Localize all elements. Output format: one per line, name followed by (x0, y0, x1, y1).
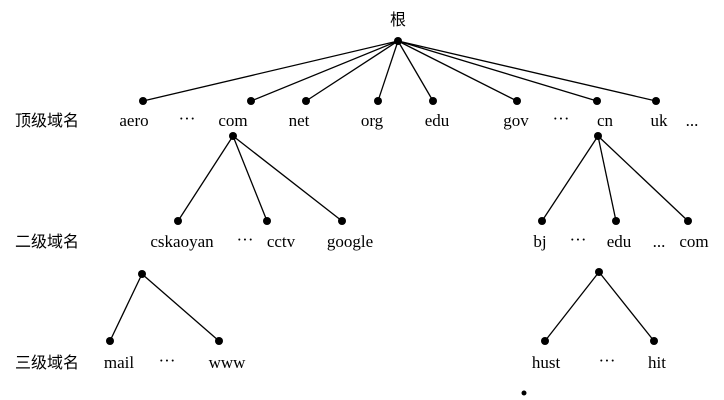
node-label-mail: mail (104, 353, 134, 372)
node-label-gov: gov (503, 111, 529, 130)
node-label-hit: hit (648, 353, 666, 372)
dot-edu-subtree (595, 268, 603, 276)
edge-cn-bj (541, 135, 599, 222)
dot-com (247, 97, 255, 105)
dot-com-subtree (229, 132, 237, 140)
edges-com (177, 135, 343, 222)
edge-com-google (232, 135, 343, 222)
dot-cskaoyan (174, 217, 182, 225)
dot-root (394, 37, 402, 45)
edge-edu-hit (598, 271, 655, 342)
node-label-ellipsis-tld-2: ··· (553, 109, 570, 128)
node-label-www: www (209, 353, 247, 372)
level-label-third: 三级域名 (15, 353, 79, 372)
node-label-hust: hust (532, 353, 561, 372)
dot-org (374, 97, 382, 105)
edge-root-uk (397, 40, 657, 102)
node-label-google: google (327, 232, 373, 251)
node-label-bj: bj (533, 232, 546, 251)
node-label-org: org (361, 111, 384, 130)
dot-www (215, 337, 223, 345)
dot-net (302, 97, 310, 105)
edge-root-com (250, 40, 399, 102)
level-labels: 顶级域名 二级域名 三级域名 (15, 111, 79, 372)
edge-cn-edu (597, 135, 617, 222)
node-label-aero: aero (119, 111, 148, 130)
node-label-uk: uk (651, 111, 669, 130)
dot-cskaoyan-subtree (138, 270, 146, 278)
edge-com-cctv (232, 135, 268, 222)
node-label-root: 根 (390, 10, 406, 29)
node-label-com: com (218, 111, 247, 130)
dot-cctv (263, 217, 271, 225)
node-label-cctv: cctv (267, 232, 296, 251)
edge-com-cskaoyan (177, 135, 234, 222)
node-label-cn-com: com (679, 232, 708, 251)
node-label-ellipsis-cn-2: ... (653, 232, 666, 251)
edge-root-cn (397, 40, 598, 102)
edge-root-gov (397, 40, 518, 102)
node-label-ellipsis-tld-1: ··· (179, 109, 196, 128)
node-label-edu: edu (425, 111, 450, 130)
edge-root-aero (142, 40, 399, 102)
node-label-ellipsis-hust: ··· (599, 351, 616, 370)
dot-hust (541, 337, 549, 345)
edge-cskaoyan-www (141, 273, 220, 342)
node-dots (106, 37, 692, 396)
edge-root-net (305, 40, 399, 102)
dot-cn-subtree (594, 132, 602, 140)
dot-edu (429, 97, 437, 105)
dot-bj (538, 217, 546, 225)
node-label-cn-edu: edu (607, 232, 632, 251)
dot-cn-com (684, 217, 692, 225)
dot-aero (139, 97, 147, 105)
dot-hit (650, 337, 658, 345)
node-label-ellipsis-cn-1: ··· (570, 230, 587, 249)
node-label-cn: cn (597, 111, 614, 130)
edges-cn (541, 135, 689, 222)
edge-root-org (377, 40, 399, 102)
level-label-tld: 顶级域名 (15, 111, 79, 130)
dot-gov (513, 97, 521, 105)
node-label-ellipsis-www: ··· (159, 351, 176, 370)
edge-edu-hust (544, 271, 600, 342)
edge-cn-com (597, 135, 689, 222)
edge-root-edu (397, 40, 434, 102)
dot-google (338, 217, 346, 225)
edge-cskaoyan-mail (109, 273, 143, 342)
dot-stray-mark (521, 390, 527, 396)
node-labels: 根 aero ··· com net org edu gov ··· cn uk… (104, 10, 709, 372)
dot-uk (652, 97, 660, 105)
dot-cn-edu (612, 217, 620, 225)
dot-mail (106, 337, 114, 345)
node-label-ellipsis-tld-3: ... (686, 111, 699, 130)
edges-root (142, 40, 657, 102)
node-label-ellipsis-com: ··· (237, 230, 254, 249)
level-label-second: 二级域名 (15, 232, 79, 251)
node-label-cskaoyan: cskaoyan (150, 232, 214, 251)
node-label-net: net (289, 111, 310, 130)
dot-cn (593, 97, 601, 105)
edges-third-level (109, 271, 655, 342)
